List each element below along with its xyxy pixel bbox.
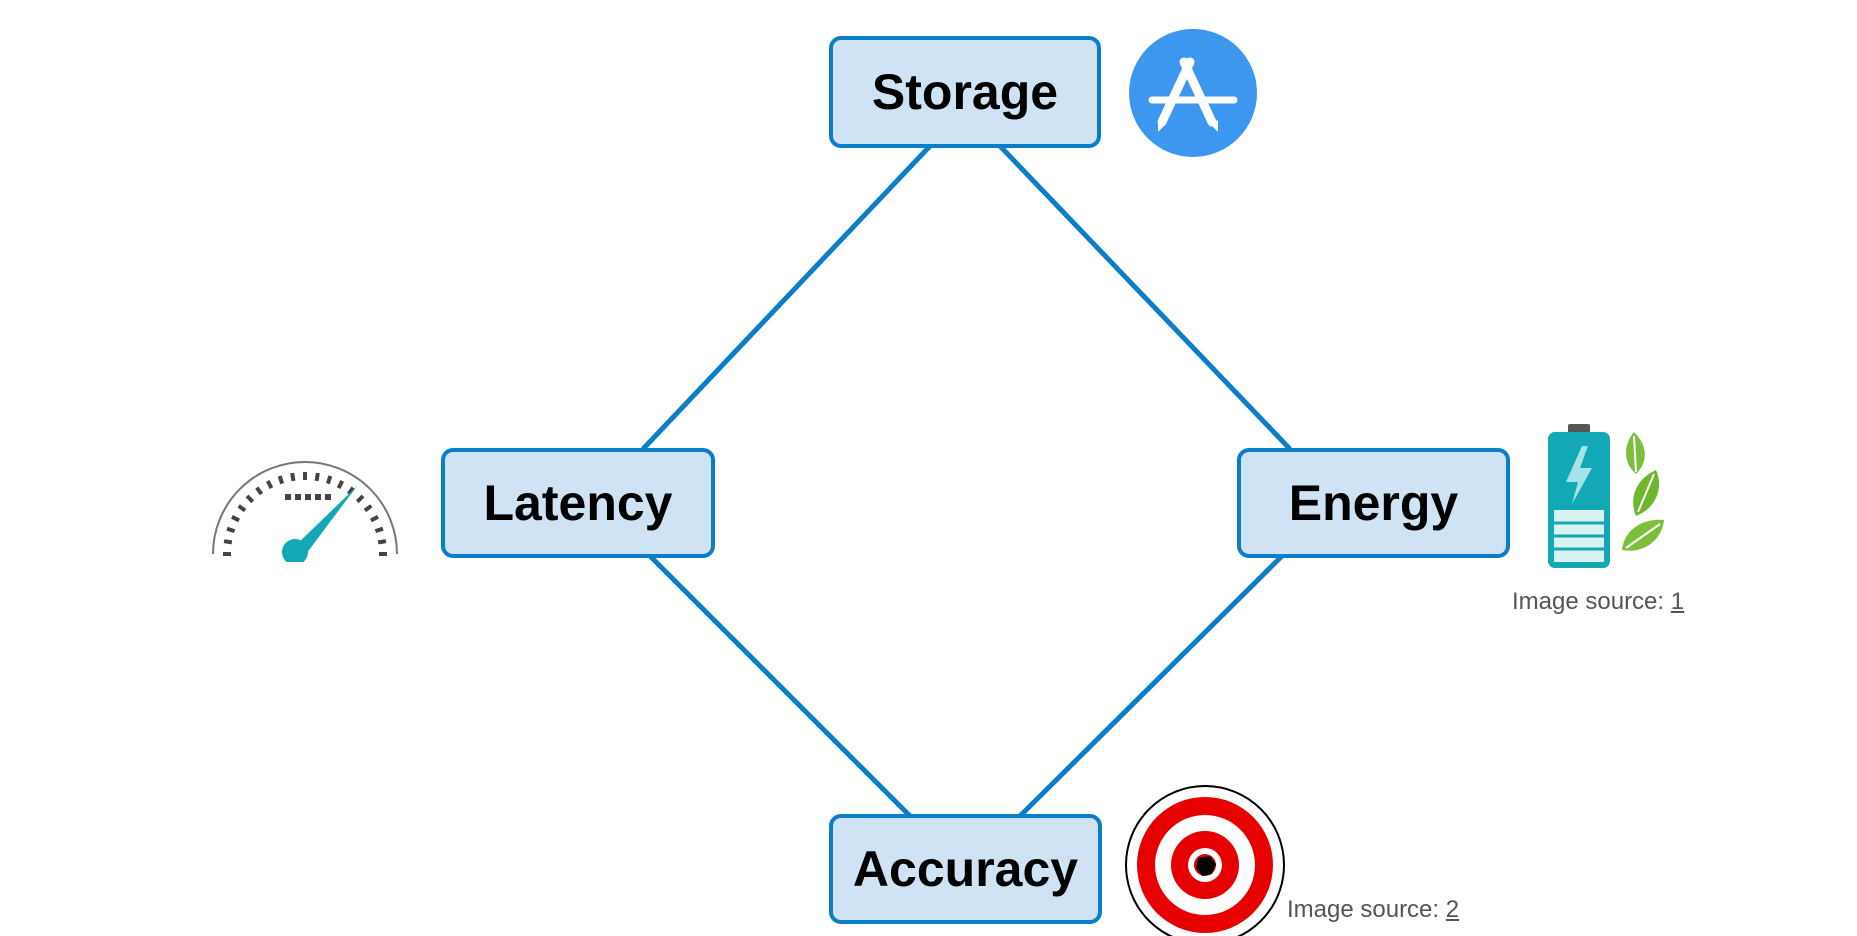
node-storage: Storage <box>829 36 1101 148</box>
connector-energy-accuracy <box>1018 554 1284 818</box>
gauge-tick <box>231 515 240 523</box>
node-accuracy: Accuracy <box>829 814 1102 924</box>
speedometer-icon <box>212 461 398 562</box>
gauge-tick <box>377 539 387 545</box>
gauge-tick <box>355 494 365 504</box>
target-icon <box>1125 785 1285 936</box>
connector-storage-energy <box>998 144 1292 451</box>
app-store-icon <box>1129 29 1257 157</box>
gauge-tick <box>226 526 236 534</box>
gauge-tick <box>314 472 320 482</box>
gauge-tick <box>346 486 355 496</box>
gauge-tick <box>277 475 285 485</box>
node-latency: Latency <box>441 448 715 558</box>
gauge-tick <box>237 504 247 513</box>
gauge-tick <box>363 504 373 513</box>
image-source-link-1[interactable]: 1 <box>1670 588 1685 615</box>
gauge-tick <box>325 475 333 485</box>
gauge-tick <box>223 539 233 545</box>
image-source-link-2[interactable]: 2 <box>1445 896 1460 923</box>
image-source-note-1: Image source: 1 <box>1512 588 1684 616</box>
gauge-tick <box>370 515 379 523</box>
image-source-label: Image source: <box>1512 588 1665 615</box>
image-source-label: Image source: <box>1287 896 1440 923</box>
gauge-tick <box>336 480 344 489</box>
gauge-tick <box>290 472 296 482</box>
node-energy: Energy <box>1237 448 1510 558</box>
connector-storage-latency <box>641 144 932 451</box>
connector-latency-accuracy <box>648 554 912 818</box>
gauge-tick <box>374 526 384 534</box>
gauge-tick <box>266 480 274 489</box>
green-battery-icon <box>1548 424 1664 568</box>
gauge-tick <box>255 486 264 496</box>
gauge-tick <box>245 494 255 504</box>
image-source-note-2: Image source: 2 <box>1287 896 1459 924</box>
